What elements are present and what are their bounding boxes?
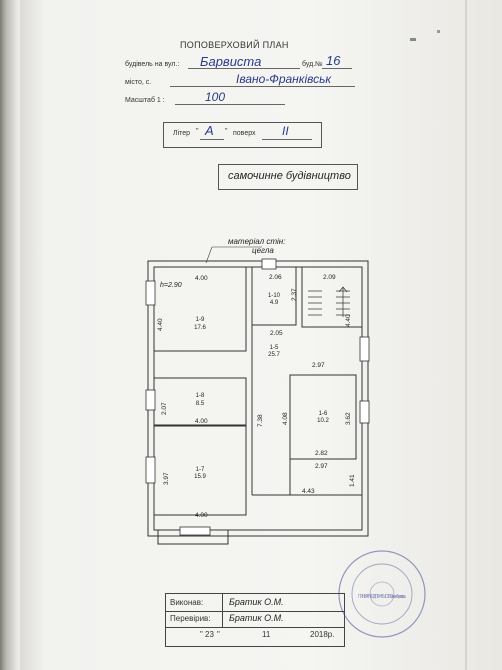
window — [145, 456, 156, 484]
room-area: 4.9 — [270, 300, 279, 306]
material-label: матеріал стін: — [228, 237, 285, 246]
room-number: 1-7 — [196, 467, 205, 473]
room-area: 25.7 — [268, 352, 280, 358]
date-quote-open: " — [200, 630, 203, 639]
liter-label: Літер — [173, 130, 191, 137]
room-area: 15.9 — [194, 474, 206, 480]
liter-underline — [200, 139, 224, 140]
floor-value: II — [282, 124, 289, 138]
city-underline — [170, 86, 355, 87]
liter-quote-open: " — [196, 128, 199, 135]
window — [359, 400, 370, 424]
room-area: 17.6 — [194, 325, 206, 331]
window — [179, 526, 211, 536]
checked-value: Братик О.М. — [229, 613, 284, 623]
page-title: ПОПОВЕРХОВИЙ ПЛАН — [180, 40, 289, 50]
dim-label: 4.00 — [195, 275, 208, 282]
floor-underline — [262, 139, 312, 140]
dim-label: 4.00 — [195, 418, 208, 425]
dim-label: 4.43 — [302, 488, 315, 495]
city-label: місто, с. — [125, 79, 152, 86]
building-no-value: 16 — [326, 53, 341, 68]
outer-wall-inner — [153, 266, 363, 531]
dim-label: 2.06 — [269, 274, 282, 281]
dim-label: 2.09 — [323, 274, 336, 281]
date-month: 11 — [262, 630, 271, 639]
street-label: будівель на вул.: — [125, 61, 180, 68]
date-day: 23 — [205, 630, 214, 639]
room-area: 10.2 — [317, 418, 329, 424]
liter-value: А — [205, 123, 214, 138]
dim-label: 4.00 — [195, 512, 208, 519]
dim-label: 2.82 — [315, 450, 328, 457]
room-number: 1-5 — [270, 345, 279, 351]
floor-label: поверх — [233, 130, 256, 137]
scale-label: Масштаб 1 : — [125, 97, 165, 104]
date-year: 2018р. — [310, 630, 335, 639]
building-no-underline — [322, 68, 352, 69]
official-stamp: ПРИВАТНЕ ПІДПРИЄМСТВО Івано-Франківськ — [338, 550, 426, 638]
window — [145, 389, 156, 411]
dim-label: 4.40 — [345, 314, 352, 327]
dim-label: 3.62 — [345, 412, 352, 425]
window — [359, 336, 370, 362]
room-1-9 — [153, 266, 247, 352]
dim-label: 4.40 — [157, 318, 164, 331]
dim-label: 3.97 — [163, 472, 170, 485]
material-leader — [205, 246, 213, 264]
stair-room — [301, 266, 363, 328]
ceiling-height: h=2.90 — [160, 282, 182, 289]
window — [145, 280, 156, 306]
room-1-6 — [289, 374, 357, 460]
dim-label: 2.05 — [270, 330, 283, 337]
room-area: 8.5 — [196, 401, 205, 407]
note-box — [218, 164, 358, 190]
stair-arrow-head — [338, 286, 348, 293]
table-col-divider — [222, 593, 223, 627]
punch-mark — [437, 30, 440, 33]
room-number: 1-8 — [196, 393, 205, 399]
made-label: Виконав: — [170, 598, 204, 607]
note-text: самочинне будівництво — [228, 170, 351, 182]
made-value: Братик О.М. — [229, 597, 284, 607]
building-no-label: буд.№ — [302, 61, 323, 68]
dim-label: 2.37 — [291, 288, 298, 301]
window — [261, 258, 277, 270]
liter-box — [163, 122, 322, 148]
dim-label: 2.97 — [315, 463, 328, 470]
paper-edge-fold — [465, 0, 467, 670]
room-number: 1-10 — [268, 293, 281, 299]
dim-label: 7.38 — [257, 414, 264, 427]
street-value: Барвиста — [200, 54, 262, 69]
stamp-text: ПРИВАТНЕ ПІДПРИЄМСТВО Івано-Франківськ — [358, 594, 407, 600]
street-underline — [188, 68, 300, 69]
room-number: 1-9 — [196, 317, 205, 323]
material-value: цегла — [252, 246, 274, 255]
scale-underline — [175, 104, 285, 105]
date-quote-close: " — [217, 630, 220, 639]
dim-label: 1.41 — [349, 474, 356, 487]
room-number: 1-6 — [319, 411, 328, 417]
punch-mark — [410, 38, 416, 41]
dim-label: 2.07 — [161, 402, 168, 415]
table-row-divider — [165, 611, 344, 612]
scale-value: 100 — [205, 90, 226, 104]
signature-table — [165, 593, 345, 647]
liter-quote-close: " — [225, 128, 228, 135]
floor-plan: матеріал стін: цегла h=2.90 4.00 2.06 2.… — [145, 237, 370, 545]
paper-sheet — [20, 0, 502, 670]
dim-label: 4.08 — [282, 412, 289, 425]
table-row-divider — [165, 627, 344, 628]
checked-label: Перевірив: — [170, 614, 211, 623]
city-value: Івано-Франківськ — [236, 72, 332, 86]
dim-label: 2.97 — [312, 362, 325, 369]
